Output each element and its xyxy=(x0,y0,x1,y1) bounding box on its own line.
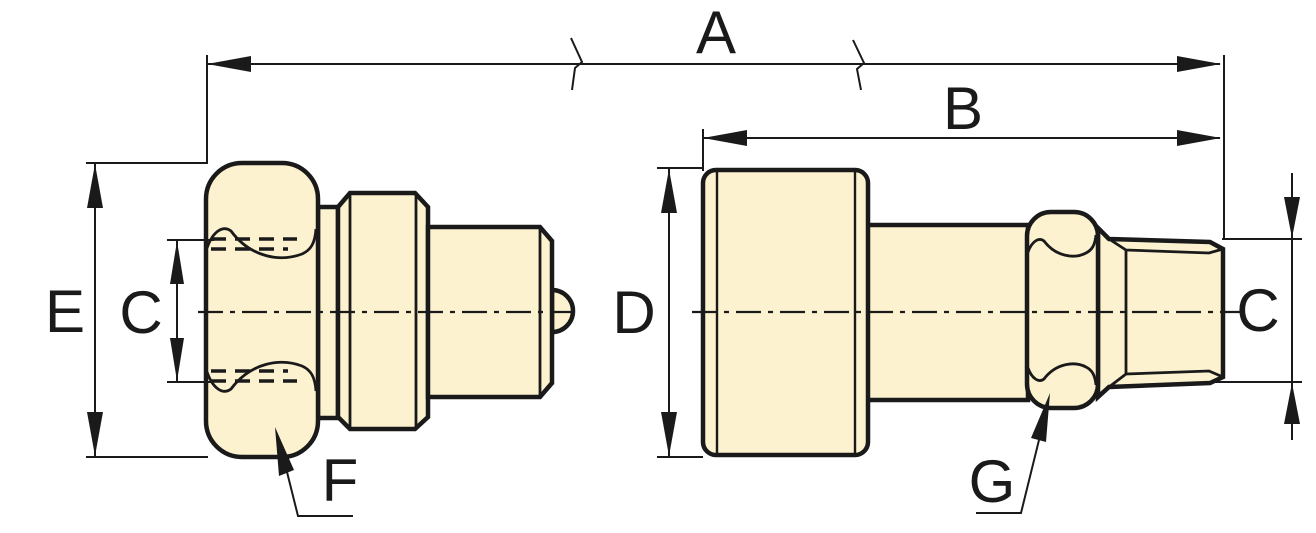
dim-d: D xyxy=(612,167,703,458)
right-fitting xyxy=(692,167,1244,458)
break-mark-right xyxy=(852,39,866,91)
dim-c-right: C xyxy=(1213,173,1302,440)
dim-label-b: B xyxy=(943,75,983,142)
left-hidden-thread-lines xyxy=(211,237,297,383)
dim-label-e: E xyxy=(45,278,85,345)
dim-label-a: A xyxy=(696,0,736,66)
callout-f: F xyxy=(275,427,359,517)
dim-b: B xyxy=(702,75,1221,171)
callout-label-g: G xyxy=(969,448,1016,515)
callout-label-f: F xyxy=(322,447,359,514)
left-hex-nut xyxy=(203,160,321,460)
dim-a: A xyxy=(206,0,1225,239)
right-hex-nut xyxy=(1024,209,1101,411)
callout-g: G xyxy=(969,393,1050,515)
dim-label-c-left: C xyxy=(119,279,162,346)
dim-c-left: C xyxy=(119,239,214,383)
dim-label-d: D xyxy=(612,279,655,346)
dim-e: E xyxy=(45,162,208,458)
right-male-thread-detail xyxy=(1108,237,1224,389)
left-body xyxy=(425,224,555,400)
dim-label-c-right: C xyxy=(1236,277,1279,344)
break-mark-left xyxy=(570,37,584,91)
left-fitting xyxy=(198,160,576,460)
